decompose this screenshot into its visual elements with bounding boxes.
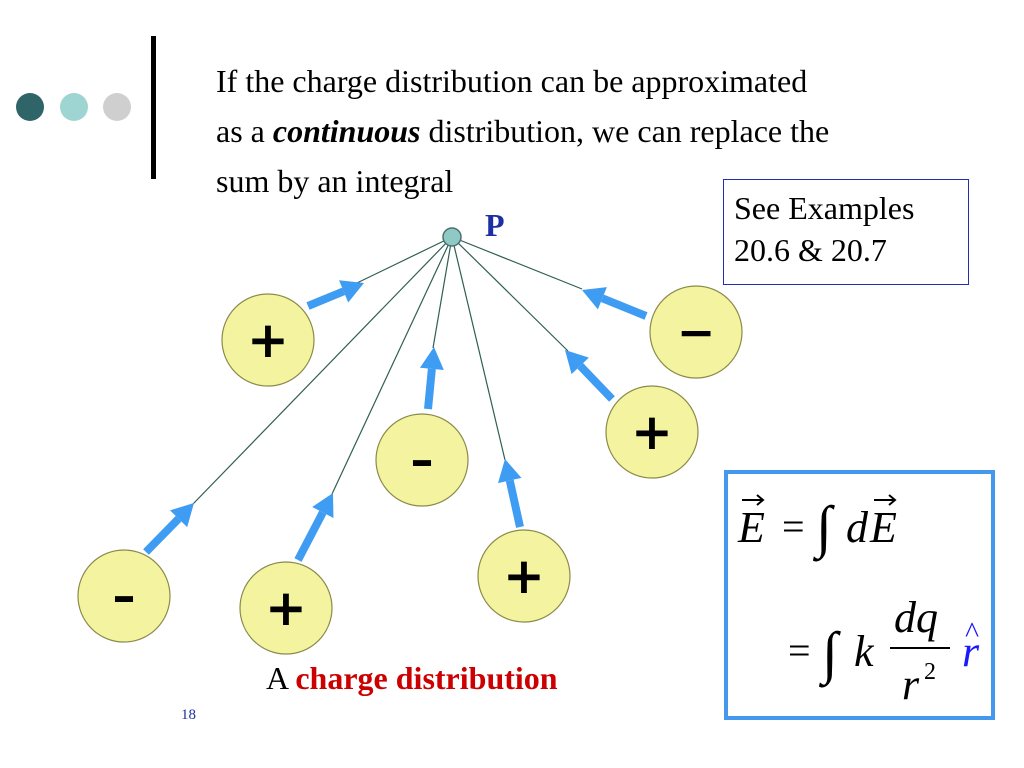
formula-integral-1: ∫ [812,494,835,562]
field-line [331,236,453,495]
field-arrow-head-icon [498,459,522,484]
see-examples-line-2: 20.6 & 20.7 [734,232,887,268]
formula-unit-vector: r [962,627,980,676]
field-arrow-head-icon [339,280,364,303]
diagram-caption: A charge distribution [266,660,558,697]
see-examples-line-1: See Examples [734,190,915,226]
field-arrow-head-icon [565,350,589,375]
field-arrows [143,280,648,562]
electric-field-integral-formula: E = ∫ d E = ∫ k dq r 2 r ^ [737,494,980,709]
formula-integral-2: ∫ [818,620,841,688]
field-arrow-shaft [306,287,346,310]
positive-sign: + [631,403,673,461]
charge-circle [605,385,699,479]
positive-sign: + [265,579,307,637]
vertical-divider [151,36,156,179]
decor-dot-dark [16,93,44,121]
formula-d: d [846,503,869,552]
charge-circle [477,529,571,623]
intro-line-1: If the charge distribution can be approx… [216,63,808,99]
field-arrow-shaft [424,368,436,410]
intro-text: If the charge distribution can be approx… [216,56,1006,206]
charge-circle [649,285,743,379]
caption-prefix: A [266,660,296,696]
positive-sign: + [503,547,545,605]
negative-sign: – [113,569,136,623]
field-arrow-head-icon [419,347,444,371]
caption-keyword: charge distribution [295,660,558,696]
decor-dot-gray [103,93,131,121]
charge-circle [221,293,315,387]
negative-sign: – [411,433,434,487]
charges: +−+–++– [77,285,743,655]
continuous-keyword: continuous [272,113,421,149]
field-line [192,236,453,505]
charge-circle [375,413,469,507]
positive-sign: + [247,311,289,369]
charge-circle [77,549,171,643]
field-arrow-head-icon [582,287,607,310]
field-line [451,236,569,352]
formula-e-rhs: E [869,503,897,552]
field-line [451,236,583,290]
vector-arrow-icon [742,494,765,506]
field-arrow-shaft [600,294,648,320]
field-arrow-shaft [143,515,182,555]
see-examples-box: See Examples 20.6 & 20.7 [723,179,969,285]
intro-line-2-start: as a [216,113,273,149]
formula-k: k [854,627,875,676]
formula-numerator: dq [894,593,938,642]
field-arrow-head-icon [312,493,334,519]
field-arrow-shaft [505,479,524,528]
unit-vector-hat-icon: ^ [965,616,979,649]
formula-denominator: r [902,660,920,709]
formula-box: E = ∫ d E = ∫ k dq r 2 r ^ [724,470,995,720]
field-line [432,236,453,349]
field-line [451,236,506,461]
field-arrow-shaft [294,510,327,562]
point-p-marker [442,227,462,247]
negative-sign: − [677,305,716,359]
field-arrow-head-icon [170,503,194,528]
intro-line-2: as a continuous distribution, we can rep… [216,106,1006,156]
vector-arrow-icon [874,494,897,506]
formula-e-lhs: E [737,503,765,552]
point-p-label: P [485,207,505,243]
charge-circle [239,561,333,655]
formula-equals-2: = [788,628,811,673]
field-arrow-shaft [577,363,615,402]
intro-line-2-end: distribution, we can replace the [420,113,830,149]
intro-line-3: sum by an integral [216,163,454,199]
formula-equals-1: = [782,504,805,549]
decor-dot-teal [60,93,88,121]
slide-number: 18 [181,707,196,723]
formula-exponent: 2 [924,659,936,685]
